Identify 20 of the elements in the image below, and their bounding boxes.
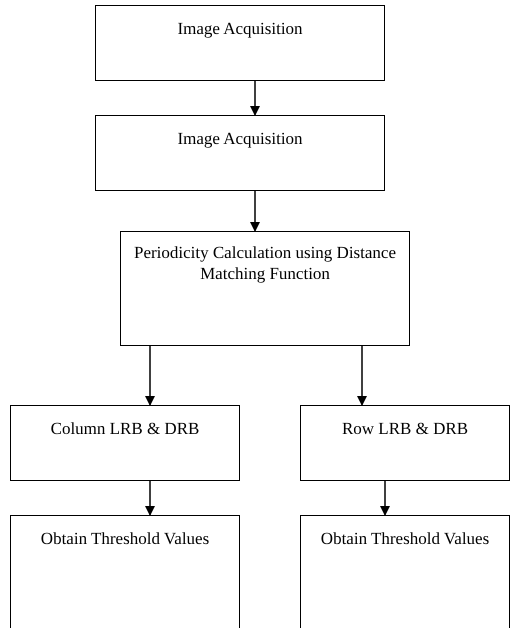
- arrow: [250, 191, 260, 232]
- box-label: Periodicity Calculation using Distance Matching Function: [132, 242, 398, 284]
- process-box: [300, 405, 510, 481]
- box-label: Image Acquisition: [177, 18, 303, 40]
- process-box: [10, 515, 240, 628]
- arrow: [145, 346, 155, 406]
- process-box: [10, 405, 240, 481]
- arrow: [250, 81, 260, 116]
- box-label: Obtain Threshold Values: [40, 528, 210, 550]
- process-box: [95, 5, 385, 81]
- box-label: Obtain Threshold Values: [320, 528, 490, 550]
- box-label: Row LRB & DRB: [342, 418, 468, 440]
- arrow: [145, 481, 155, 516]
- arrow: [357, 346, 367, 406]
- box-label: Column LRB & DRB: [50, 418, 200, 440]
- process-box: [95, 115, 385, 191]
- process-box: [120, 231, 410, 346]
- box-label: Image Acquisition: [177, 128, 303, 150]
- process-box: [300, 515, 510, 628]
- arrow: [380, 481, 390, 516]
